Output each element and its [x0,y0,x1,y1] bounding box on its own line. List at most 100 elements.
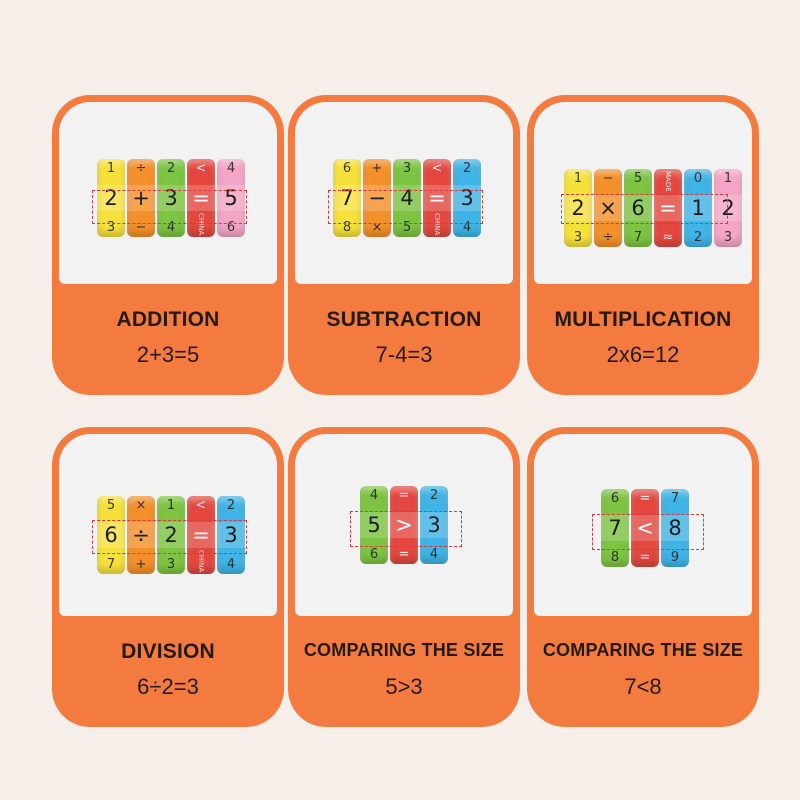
ring-symbol-mid: 2 [157,522,185,548]
ring-symbol-bot: 4 [226,557,236,572]
ring-symbol-mid: ÷ [127,522,155,548]
ring-symbol-mid: 2 [97,185,125,211]
toy-ring-red: <=CHINA [187,159,215,237]
ring-symbol-top: 2 [166,161,176,176]
ring-symbol-top: 2 [226,498,236,513]
ring-symbol-top: 5 [106,498,116,513]
card-title: COMPARING THE SIZE [303,640,505,660]
ring-symbol-mid: 7 [601,515,629,541]
card-equation: 7-4=3 [375,342,433,367]
ring-symbol-top: 6 [342,161,352,176]
ring-symbol-bot: 3 [723,230,733,245]
ring-symbol-top: < [195,161,207,176]
ring-symbol-bot: 4 [166,220,176,235]
toy-ring-red: =<= [631,489,659,567]
card-title: MULTIPLICATION [554,308,732,331]
ring-symbol-bot: 8 [342,220,352,235]
ring-symbol-bot: 5 [402,220,412,235]
ring-symbol-bot: ≈ [662,230,674,245]
ring-symbol-bot: 2 [693,230,703,245]
ring-symbol-top: MADE [664,171,672,192]
ring-symbol-top: ÷ [135,161,147,176]
ring-symbol-bot: CHINA [197,549,205,572]
toy-ring-red: = > = [390,486,418,564]
ring-symbol-top: + [371,161,383,176]
ring-symbol-top: × [135,498,147,513]
equation-highlight-frame [592,514,704,550]
ring-symbol-mid: 6 [624,195,652,221]
ring-symbol-mid: = [187,185,215,211]
ring-symbol-mid: − [363,185,391,211]
ring-symbol-mid: 2 [564,195,592,221]
ring-symbol-top: 4 [369,488,379,503]
ring-symbol-top: 1 [573,171,583,186]
ring-symbol-top: < [431,161,443,176]
ring-symbol-bot: = [398,547,410,562]
ring-symbol-mid: + [127,185,155,211]
ring-symbol-bot: 4 [462,220,472,235]
ring-symbol-mid: < [631,515,659,541]
toy-ring-yellow: 1 2 3 [564,169,592,247]
ring-symbol-top: = [398,488,410,503]
ring-symbol-bot: 6 [226,220,236,235]
ring-symbol-top: 6 [610,491,620,506]
ring-symbol-bot: 7 [106,557,116,572]
ring-symbol-mid: 2 [714,195,742,221]
card-equation: 2x6=12 [606,342,680,367]
toy-ring-orange: × ÷ + [127,496,155,574]
toy-ring-orange: −×÷ [594,169,622,247]
ring-symbol-mid: 1 [684,195,712,221]
toy-ring-yellow: 1 2 3 [97,159,125,237]
toy-ring-orange: ÷+− [127,159,155,237]
ring-symbol-mid: 3 [157,185,185,211]
equation-highlight-frame [92,520,247,554]
ring-symbol-mid: 3 [420,512,448,538]
ring-symbol-bot: = [639,550,651,565]
toy-ring-yellow: 6 7 8 [333,159,361,237]
ring-symbol-bot: 6 [369,547,379,562]
ring-symbol-mid: × [594,195,622,221]
card-equation: 2+3=5 [136,342,200,367]
equation-highlight-frame [328,190,483,224]
ring-symbol-mid: 5 [217,185,245,211]
card-equation: 7<8 [624,674,662,699]
ring-symbol-top: 2 [462,161,472,176]
equation-highlight-frame [92,190,247,224]
ring-symbol-mid: 4 [393,185,421,211]
ring-symbol-mid: = [187,522,215,548]
ring-symbol-bot: 3 [573,230,583,245]
ring-symbol-bot: × [371,220,383,235]
ring-symbol-mid: 7 [333,185,361,211]
ring-symbol-top: 2 [429,488,439,503]
ring-symbol-top: 1 [166,498,176,513]
ring-symbol-bot: 3 [106,220,116,235]
ring-symbol-top: 0 [693,171,703,186]
card-equation: 5>3 [385,674,423,699]
ring-symbol-mid: 8 [661,515,689,541]
toy-ring-green: 6 7 8 [601,489,629,567]
ring-symbol-mid: > [390,512,418,538]
ring-symbol-top: < [195,498,207,513]
ring-symbol-top: 7 [670,491,680,506]
card-equation: 6÷2=3 [137,674,199,699]
ring-symbol-top: 1 [106,161,116,176]
ring-symbol-bot: + [135,557,147,572]
ring-symbol-top: 5 [633,171,643,186]
ring-symbol-bot: 8 [610,550,620,565]
toy-ring-red: < =CHINA [187,496,215,574]
